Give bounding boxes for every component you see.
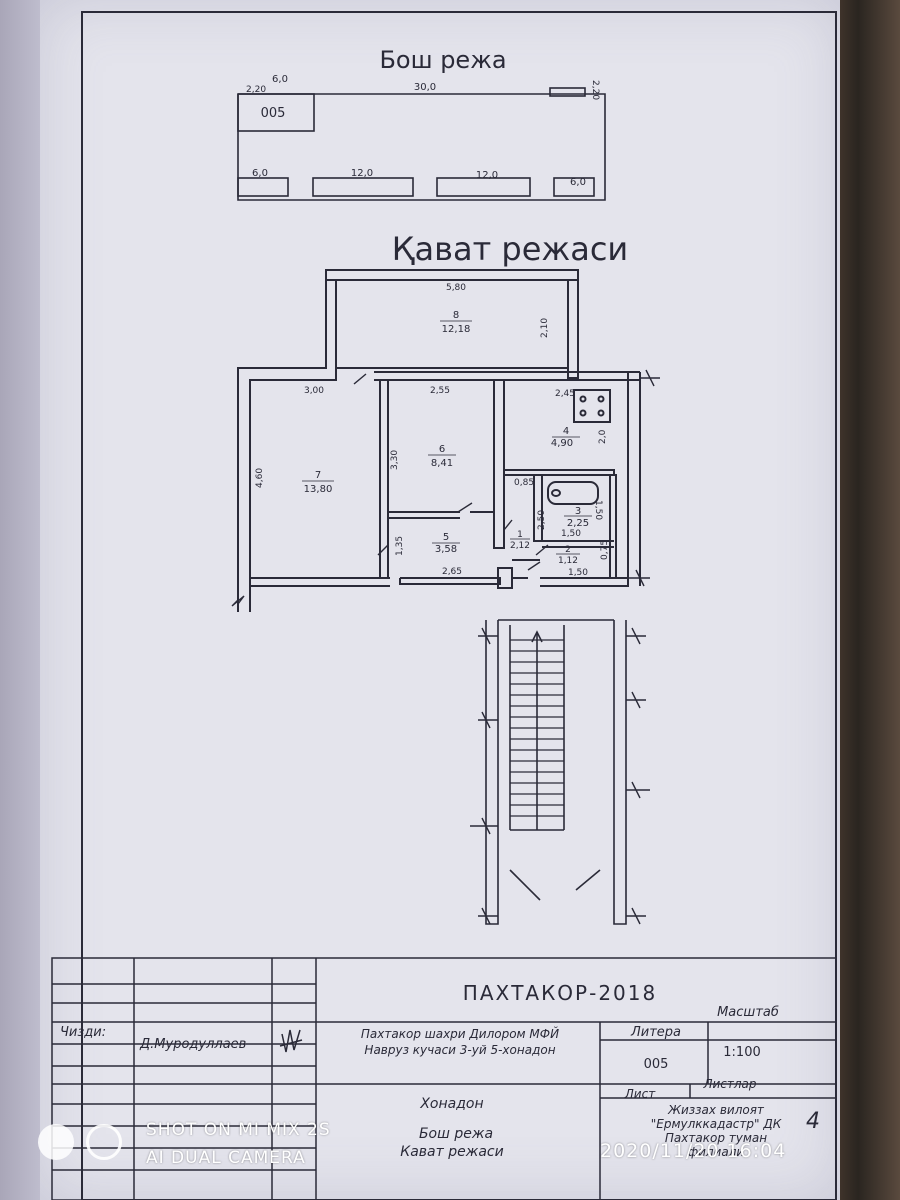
site-dim: 6,0: [252, 168, 268, 179]
room-number: 2: [565, 545, 571, 555]
room-area: 3,58: [435, 544, 457, 555]
room-number: 3: [575, 506, 581, 517]
site-building-number: 005: [261, 106, 286, 121]
site-dim: 12,0: [476, 170, 498, 181]
wall-break-marks: [231, 369, 660, 925]
svg-text:2,45: 2,45: [555, 389, 575, 399]
signature: [279, 1029, 303, 1053]
drawn-by-label: Чизди:: [60, 1025, 106, 1040]
svg-text:1,50: 1,50: [568, 568, 588, 578]
scale-label: Масштаб: [717, 1005, 779, 1020]
room-number: 6: [439, 444, 445, 455]
room-labels: 8 12,18 6 8,41 4 4,90 7 13,80 3 2,25 5 3…: [302, 310, 592, 566]
svg-text:2,65: 2,65: [442, 567, 462, 577]
svg-text:1,50: 1,50: [561, 529, 581, 539]
site-plan-outline: [237, 87, 606, 201]
svg-text:0,75: 0,75: [600, 540, 610, 560]
floor-plan-title: Қават режаси: [392, 230, 628, 268]
object-name: Хонадон: [419, 1096, 483, 1112]
org-line-4: филиали: [688, 1145, 745, 1159]
room-area: 4,90: [551, 438, 573, 449]
litera-value: 005: [644, 1057, 669, 1072]
room-area: 8,41: [431, 458, 453, 469]
room-area: 2,25: [567, 518, 589, 529]
site-dim: 30,0: [414, 82, 436, 93]
sheet-name-2: Кават режаси: [400, 1144, 503, 1160]
room-number: 7: [315, 470, 321, 481]
svg-text:3,30: 3,30: [390, 450, 400, 470]
svg-text:3,00: 3,00: [304, 386, 324, 396]
room-number: 1: [517, 530, 523, 540]
room-area: 12,18: [442, 324, 471, 335]
site-dim: 6,0: [570, 177, 586, 188]
org-line-2: "Ермулккадастр" ДК: [651, 1117, 782, 1131]
room-number: 5: [443, 532, 449, 543]
drawn-by-name: Д.Муродуллаев: [139, 1037, 246, 1052]
svg-text:5,80: 5,80: [446, 283, 466, 293]
watermark-timestamp: 2020/11/20 16:04: [600, 1140, 787, 1162]
room-number: 4: [563, 426, 569, 437]
room-area: 13,80: [304, 484, 333, 495]
svg-text:2,10: 2,10: [540, 318, 550, 338]
background-right: [830, 0, 900, 1200]
site-dim: 2,20: [246, 85, 266, 95]
site-plan-title: Бош режа: [379, 46, 506, 74]
margin-note: 4: [806, 1109, 820, 1134]
site-dim: 12,0: [351, 168, 373, 179]
scale-value: 1:100: [723, 1045, 760, 1060]
address-line-1: Пахтакор шахри Дилором МФЙ: [361, 1026, 559, 1041]
svg-text:2,55: 2,55: [430, 386, 450, 396]
floor-dimensions: 5,80 2,10 3,00 2,55 2,45 2,0 3,30 4,60 0…: [255, 283, 610, 578]
room-number: 8: [453, 310, 459, 321]
watermark-line-2: AI DUAL CAMERA: [146, 1148, 306, 1168]
svg-text:1,35: 1,35: [395, 536, 405, 556]
org-line-3: Пахтакор туман: [665, 1131, 767, 1145]
watermark-line-1: SHOT ON MI MIX 2S: [146, 1120, 331, 1140]
watermark-logo-dot: [38, 1124, 74, 1160]
svg-text:2,0: 2,0: [598, 429, 608, 444]
svg-text:2,50: 2,50: [537, 510, 547, 530]
site-dim: 6,0: [272, 74, 288, 85]
floor-plan-walls: [237, 269, 641, 612]
room-area: 2,12: [510, 541, 530, 551]
svg-text:4,60: 4,60: [255, 468, 265, 488]
litera-label: Литера: [630, 1025, 681, 1040]
sheets-label: Листлар: [702, 1077, 756, 1091]
svg-text:0,85: 0,85: [514, 478, 534, 488]
sheet-frame: [81, 11, 837, 1200]
room-area: 1,12: [558, 556, 578, 566]
watermark-logo-ring: [86, 1124, 122, 1160]
org-line-1: Жиззах вилоят: [667, 1103, 765, 1117]
sheet-name-1: Бош режа: [419, 1126, 493, 1142]
stair-steps: [510, 639, 564, 817]
project-name: ПАХТАКОР-2018: [463, 981, 657, 1005]
floor-plan-doors: [353, 373, 549, 571]
sheet-label: Лист: [624, 1087, 656, 1101]
title-block-grid: [51, 957, 837, 1200]
address-line-2: Навруз кучаси 3-уй 5-хонадон: [364, 1043, 555, 1057]
svg-text:1,50: 1,50: [593, 500, 603, 520]
site-dim: 2,20: [590, 80, 600, 100]
